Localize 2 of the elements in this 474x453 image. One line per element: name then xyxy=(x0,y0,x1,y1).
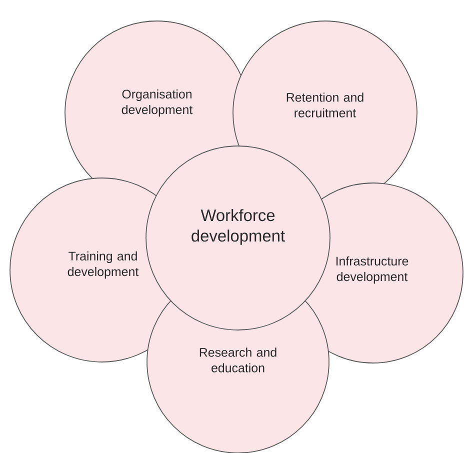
node-label: Research and education xyxy=(200,348,276,372)
node-label: Infrastructure development xyxy=(336,256,408,284)
